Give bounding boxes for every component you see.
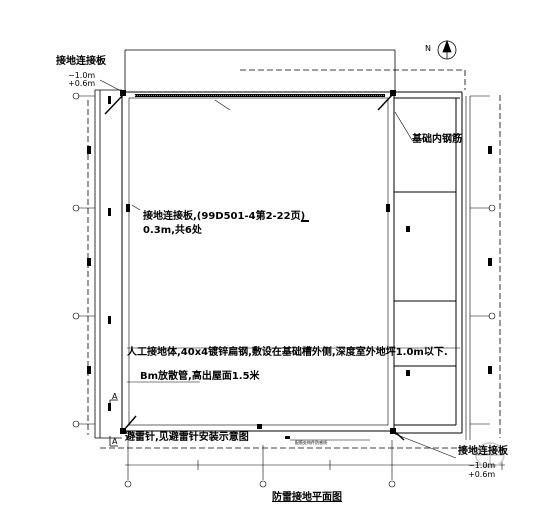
roof-air-terminal-strip [135,94,385,97]
diffuser-note: Bm放散管,高出屋面1.5米 [140,371,260,382]
right-axis-markers [465,95,496,440]
section-a-markers [109,399,118,447]
top-left-plate-label: 接地连接板 [56,56,106,67]
north-arrow-icon [437,39,457,60]
top-left-elev-1: −1.0m [68,71,96,80]
connection-plate-note-2: 0.3m,共6处 [143,225,202,236]
section-a-top: A [112,392,118,401]
building-walls [121,91,463,434]
left-tick-marks [87,96,111,411]
leader-lines [99,79,460,459]
left-outer-lines [94,89,122,439]
artificial-ground-note: 人工接地体,40x4镀锌扁钢,敷设在基础槽外侧,深度室外地坪1.0m以下. [127,347,448,358]
bottom-right-elev-2: +0.6m [468,470,496,479]
outer-ground-ring-dashed [87,69,501,449]
connection-plates [120,90,396,434]
watermark-logo [475,442,505,468]
left-axis-markers [72,92,95,428]
lightning-rod-note: 避雷针,见避雷针安装示意图 [125,432,249,443]
wire-note: 配筋处构件防感线 [295,440,327,445]
connection-plate-note-1: 接地连接板,(99D501-4第2-22页) [143,211,306,222]
bottom-axis-markers [124,440,505,488]
top-left-elev-2: +0.6m [68,79,96,88]
section-a-bottom: A [112,437,118,446]
north-label: N [425,44,431,53]
foundation-rebar-label: 基础内钢筋 [412,134,462,145]
drawing-title: 防雷接地平面图 [272,492,342,503]
bottom-right-elev-1: −1.0m [468,461,496,470]
bottom-right-plate-label: 接地连接板 [458,446,508,457]
top-protrusion [124,49,396,92]
down-conductors [104,93,405,441]
right-tick-marks [406,146,492,376]
small-markers [257,220,309,439]
